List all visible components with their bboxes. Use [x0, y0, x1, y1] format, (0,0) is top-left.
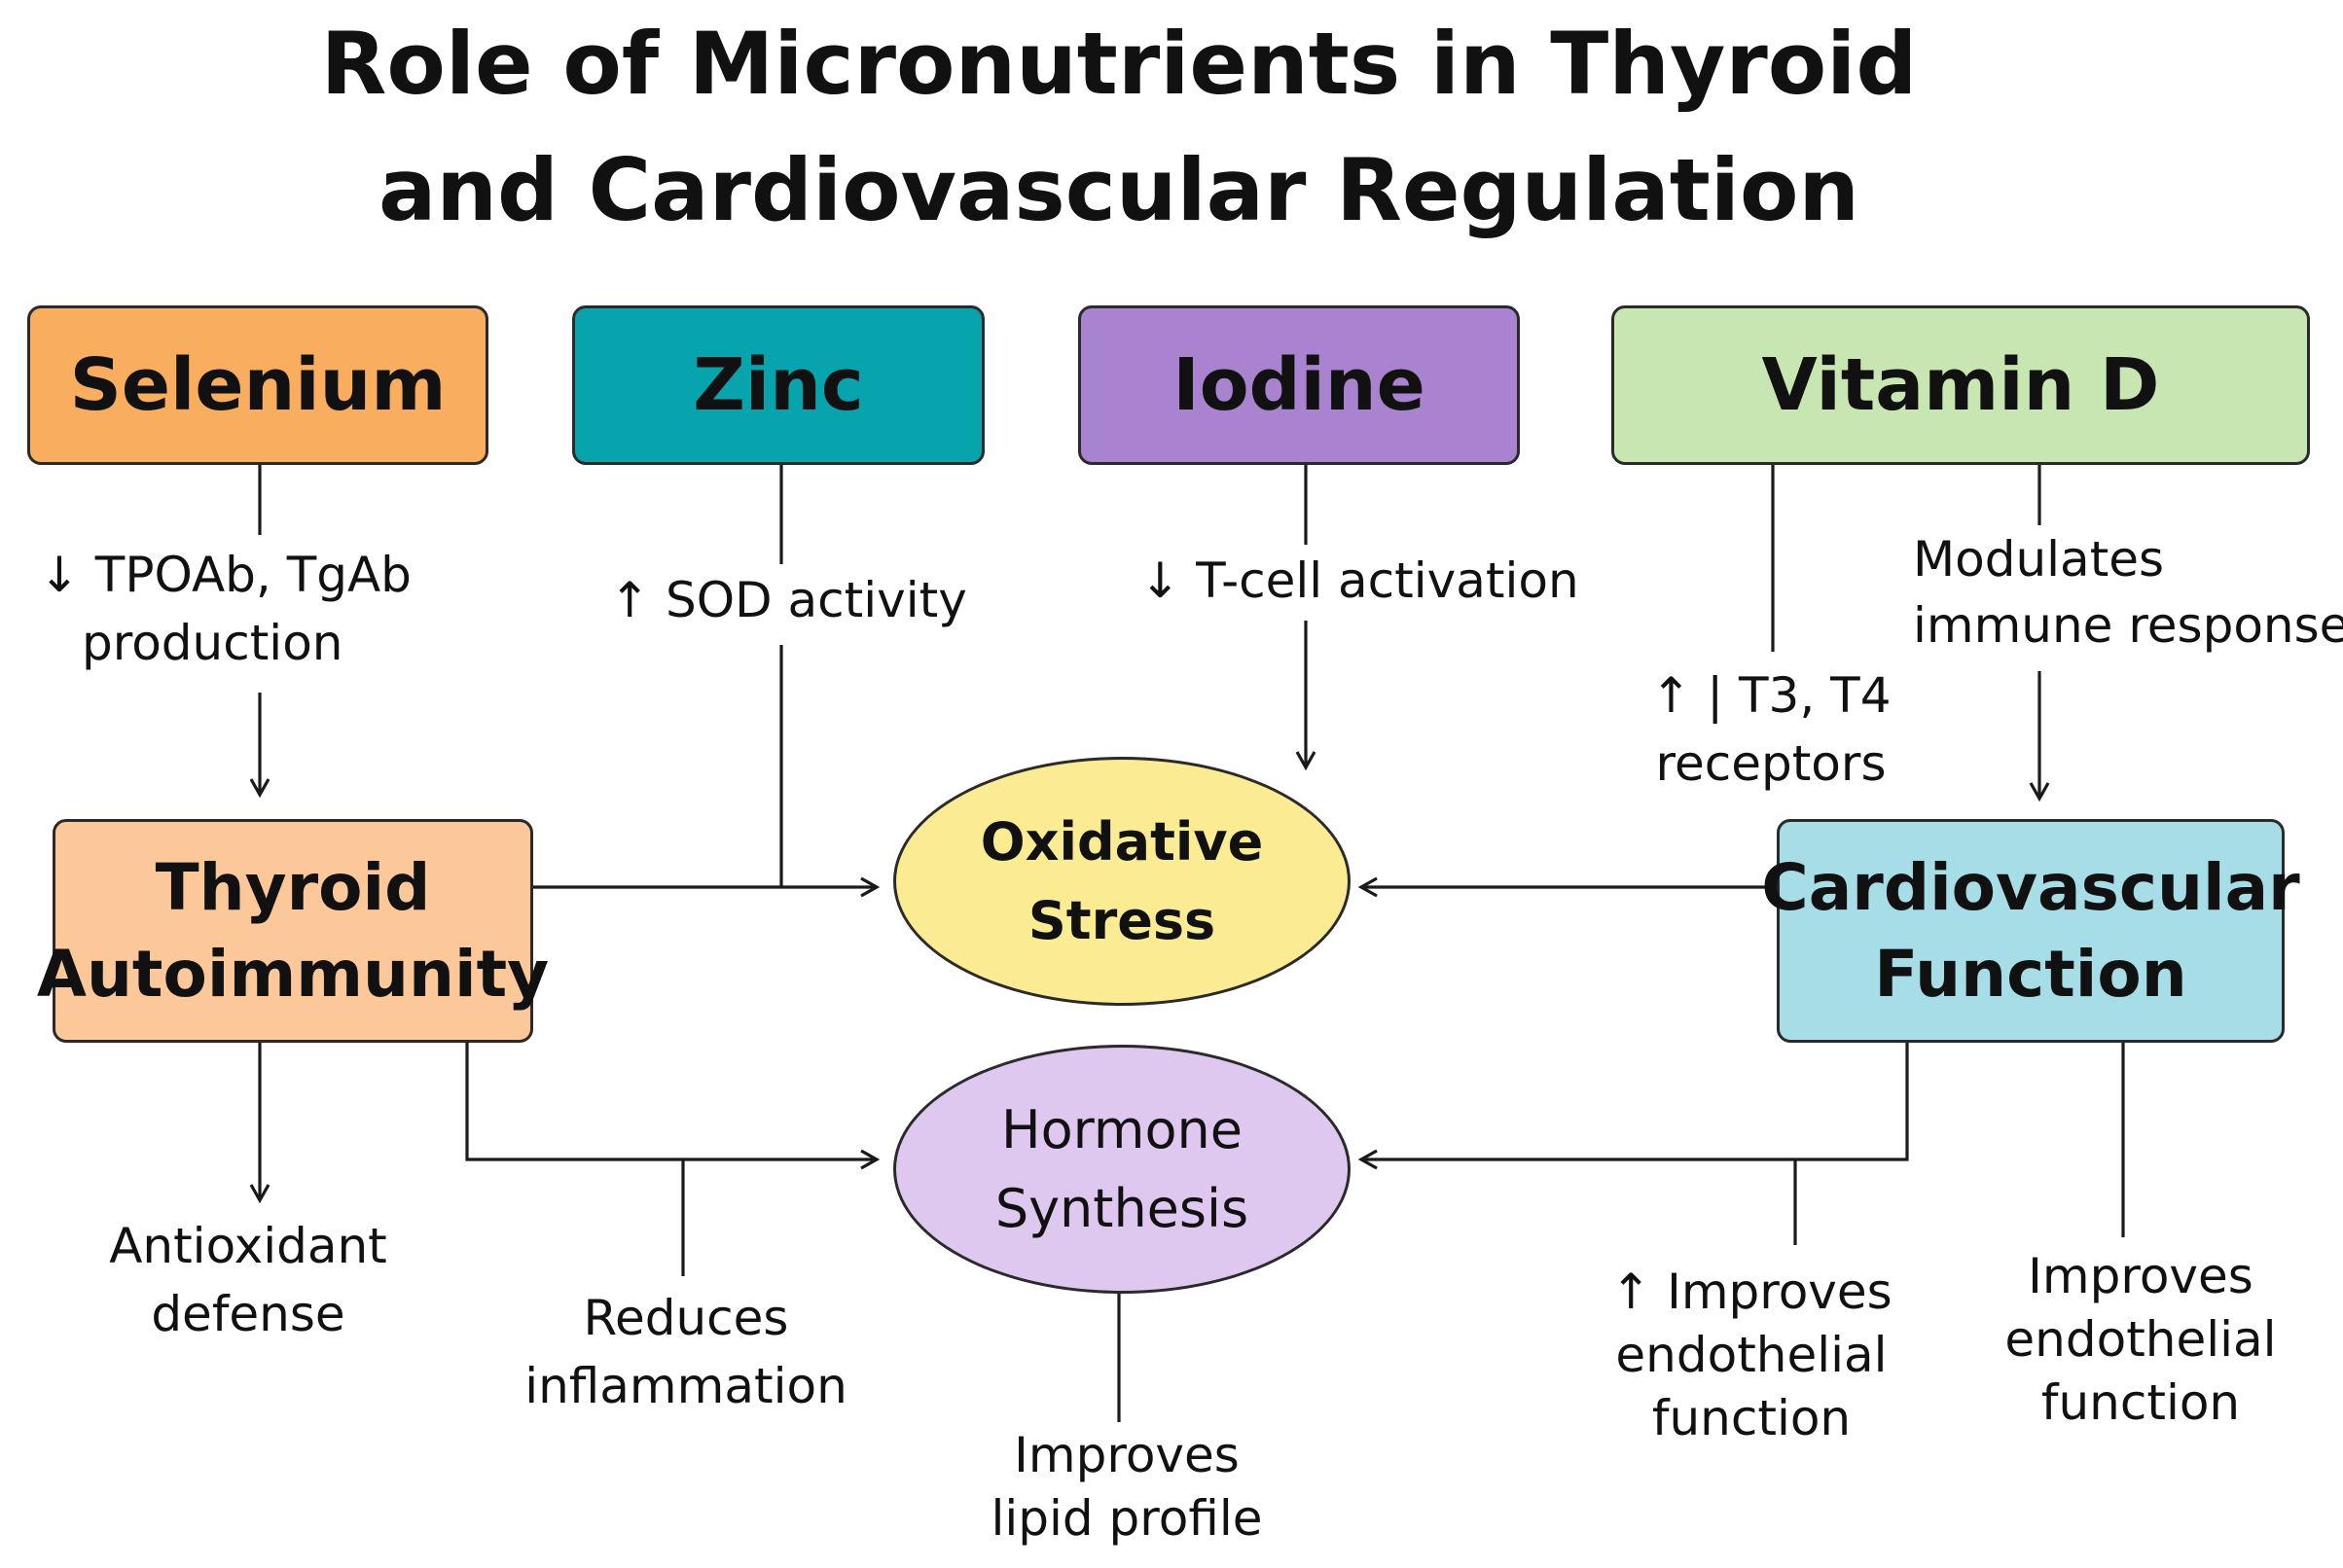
oxidative-stress-line1: Oxidative: [980, 811, 1264, 873]
selenium-effect-line2: production: [82, 615, 343, 671]
improves-endothelial-2-label: Improves endothelial function: [1975, 1245, 2306, 1435]
cardiovascular-function-line2: Function: [1874, 937, 2187, 1012]
improves-lipid-line1: Improves: [1014, 1427, 1240, 1483]
thyroid-autoimmunity-line2: Autoimmunity: [36, 937, 550, 1012]
vitd-receptors-label: ↑ | T3, T4 receptors: [1625, 661, 1917, 798]
diagram-title-line1: Role of Micronutrients in Thyroid: [320, 14, 1918, 114]
hormone-synthesis-line2: Synthesis: [994, 1178, 1249, 1239]
cardiovascular-function-line1: Cardiovascular: [1761, 849, 2300, 925]
selenium-effect-label: ↓ TPOAb, TgAb production: [39, 541, 467, 677]
vitd-immune-line1: Modulates: [1913, 531, 2165, 588]
improves-lipid-label: Improves lipid profile: [942, 1424, 1312, 1550]
zinc-box: Zinc: [572, 305, 985, 465]
improves-endothelial-2-line2: endothelial: [2004, 1311, 2277, 1368]
oxidative-stress-ellipse: Oxidative Stress: [893, 757, 1351, 1006]
hormone-synthesis-line1: Hormone: [1001, 1099, 1243, 1160]
reduces-inflammation-label: Reduces inflammation: [487, 1284, 885, 1420]
iodine-effect-label: ↓ T-cell activation: [1139, 552, 1579, 609]
reduces-inflammation-line1: Reduces: [583, 1290, 789, 1346]
improves-endothelial-1-label: ↑ Improves endothelial function: [1586, 1261, 1917, 1450]
cardiovascular-function-box: Cardiovascular Function: [1761, 819, 2300, 1043]
antioxidant-defense-label: Antioxidant defense: [68, 1212, 428, 1348]
vitd-immune-label: Modulates immune response: [1913, 527, 2343, 659]
thyroid-to-hormone-arrow: [465, 1043, 881, 1170]
thyroid-autoimmunity-box: Thyroid Autoimmunity: [37, 819, 549, 1043]
iodine-box: Iodine: [1078, 305, 1520, 465]
selenium-effect-line1: ↓ TPOAb, TgAb: [39, 547, 412, 603]
thyroid-autoimmunity-line1: Thyroid: [155, 849, 431, 925]
improves-endothelial-1-line2: endothelial: [1615, 1327, 1888, 1383]
vitd-receptors-line2: receptors: [1655, 735, 1887, 792]
improves-endothelial-1-line1: ↑ Improves: [1610, 1264, 1892, 1320]
reduces-inflammation-line2: inflammation: [524, 1358, 847, 1414]
oxidative-stress-line2: Stress: [1027, 890, 1216, 951]
improves-endothelial-2-line1: Improves: [2028, 1248, 2253, 1304]
antioxidant-defense-line1: Antioxidant: [109, 1218, 387, 1274]
vitd-receptors-line1: ↑ | T3, T4: [1650, 667, 1892, 724]
iodine-label: Iodine: [1172, 343, 1425, 427]
antioxidant-defense-line2: defense: [151, 1286, 345, 1342]
vitd-immune-line2: immune response: [1913, 596, 2343, 654]
improves-endothelial-2-line3: function: [2040, 1374, 2241, 1431]
improves-endothelial-1-line3: function: [1651, 1390, 1852, 1446]
cardio-to-hormone-arrow: [1357, 1043, 1909, 1170]
diagram-title-line2: and Cardiovascular Regulation: [378, 140, 1860, 240]
selenium-box: Selenium: [27, 305, 488, 465]
vitamin-d-label: Vitamin D: [1761, 343, 2160, 427]
zinc-effect-label: ↑ SOD activity: [609, 572, 967, 628]
hormone-synthesis-ellipse: Hormone Synthesis: [893, 1045, 1351, 1294]
zinc-label: Zinc: [693, 343, 864, 427]
improves-lipid-line2: lipid profile: [991, 1490, 1263, 1547]
selenium-label: Selenium: [69, 343, 447, 427]
vitamin-d-box: Vitamin D: [1611, 305, 2310, 465]
